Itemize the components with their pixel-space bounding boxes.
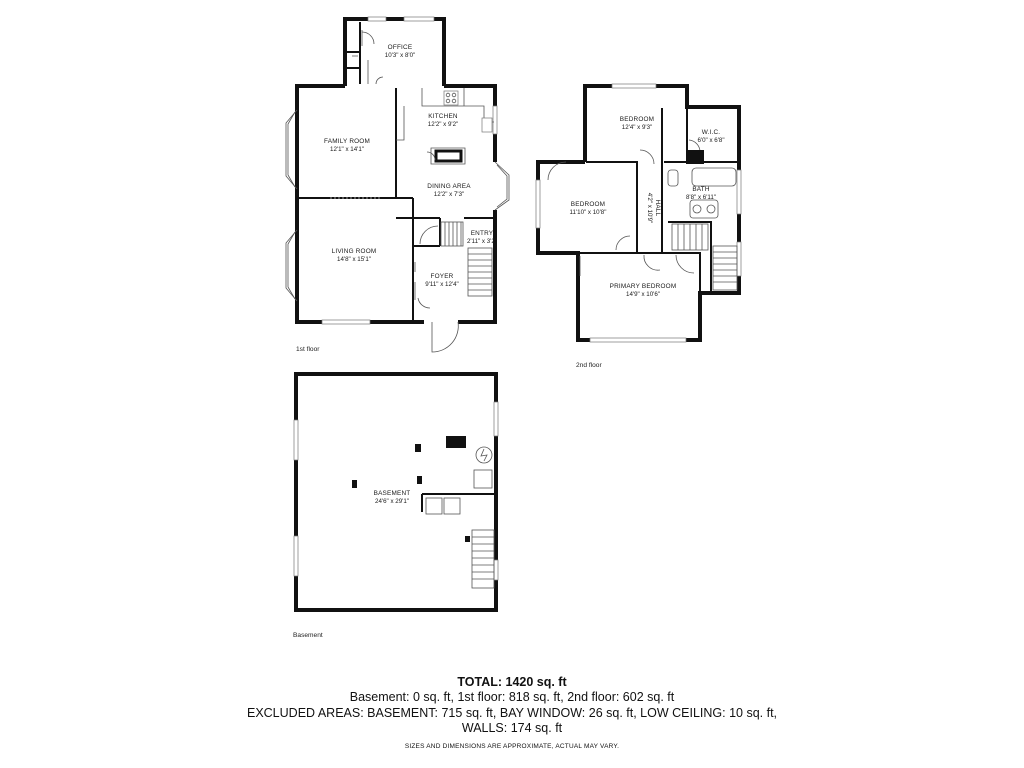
basement-plan [293,372,499,612]
room-name-office: OFFICE [388,44,413,51]
room-name-bedroom-left: BEDROOM [571,201,605,208]
room-name-primary-bedroom: PRIMARY BEDROOM [610,283,677,290]
disclaimer: SIZES AND DIMENSIONS ARE APPROXIMATE, AC… [404,743,620,750]
stairs-first-floor [440,221,493,297]
room-name-foyer: FOYER [430,273,453,280]
room-dims-primary-bedroom: 14'9" x 10'6" [626,291,660,298]
room-dims-wic: 6'0" x 6'8" [697,137,724,144]
summary-walls: WALLS: 174 sq. ft [461,721,563,735]
room-name-bath: BATH [692,186,710,193]
room-name-dining-area: DINING AREA [427,183,471,190]
room-dims-bedroom-top: 12'4" x 9'3" [622,124,653,131]
room-dims-hall: 4'2" x 10'9" [646,193,653,224]
room-dims-entry: 2'11" x 3'2" [467,238,497,245]
room-dims-kitchen: 12'2" x 9'2" [428,121,459,128]
second-floor-plan [535,83,742,343]
room-name-basement: BASEMENT [374,490,411,497]
stairs-basement [471,529,495,589]
room-dims-family-room: 12'1" x 14'1" [330,146,364,153]
room-name-wic: W.I.C. [702,129,721,136]
room-dims-foyer: 9'11" x 12'4" [425,281,458,288]
room-name-entry: ENTRY [471,230,494,237]
summary-floor-areas: Basement: 0 sq. ft, 1st floor: 818 sq. f… [349,690,675,704]
floor-label-basement: Basement [293,632,323,639]
room-dims-dining-area: 12'2" x 7'3" [434,191,465,198]
room-name-kitchen: KITCHEN [428,113,458,120]
room-name-family-room: FAMILY ROOM [324,138,370,145]
room-name-bedroom-top: BEDROOM [620,116,654,123]
first-floor-plan [285,16,510,353]
room-dims-bath: 8'8" x 6'11" [686,194,716,201]
room-name-living-room: LIVING ROOM [332,248,377,255]
floor-label-first: 1st floor [296,346,320,353]
floor-label-second: 2nd floor [576,362,602,369]
room-dims-office: 10'3" x 8'0" [385,52,416,59]
summary-excluded-areas: EXCLUDED AREAS: BASEMENT: 715 sq. ft, BA… [246,706,778,720]
room-name-hall: HALL [654,200,661,217]
summary-total: TOTAL: 1420 sq. ft [457,675,567,689]
room-dims-basement: 24'6" x 29'1" [375,498,409,505]
room-dims-bedroom-left: 11'10" x 10'8" [570,209,607,216]
room-dims-living-room: 14'8" x 15'1" [337,256,371,263]
stairs-second-floor [671,223,738,291]
